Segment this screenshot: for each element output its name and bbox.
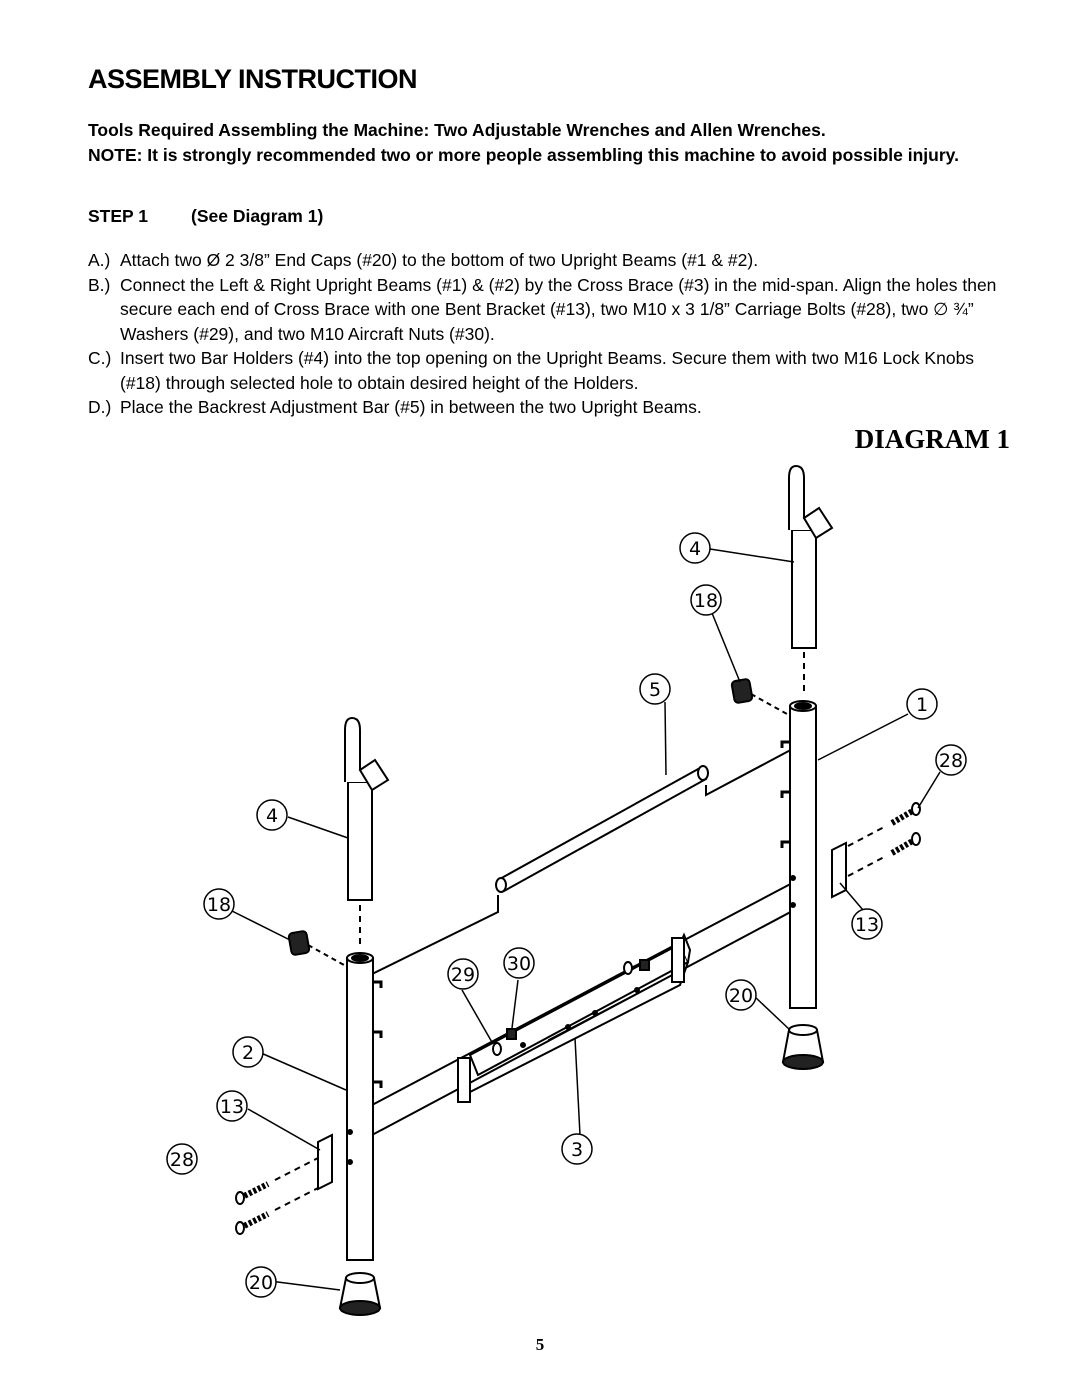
- left-upright-beam: [346, 952, 383, 1261]
- page-title: ASSEMBLY INSTRUCTION: [88, 64, 418, 94]
- right-carriage-bolts: [847, 802, 921, 877]
- left-end-cap: [338, 1272, 382, 1316]
- right-lock-knob: [730, 678, 788, 715]
- svg-text:18: 18: [207, 894, 231, 916]
- svg-text:2: 2: [242, 1042, 254, 1064]
- instruction-key: A.): [88, 250, 111, 270]
- instruction-key: C.): [88, 348, 112, 368]
- svg-text:18: 18: [694, 590, 718, 612]
- callout-28-right: 28: [935, 744, 967, 776]
- instruction-text: Place the Backrest Adjustment Bar (#5) i…: [120, 397, 702, 417]
- instruction-list: A.) Attach two Ø 2 3/8” End Caps (#20) to…: [88, 248, 1018, 420]
- callout-2: 2: [232, 1036, 264, 1068]
- svg-text:28: 28: [939, 750, 963, 772]
- callout-1: 1: [906, 688, 938, 720]
- svg-text:3: 3: [571, 1139, 583, 1161]
- svg-text:13: 13: [855, 914, 879, 936]
- svg-text:30: 30: [507, 953, 531, 975]
- callout-4-right: 4: [679, 532, 711, 564]
- instruction-item: A.) Attach two Ø 2 3/8” End Caps (#20) to…: [88, 248, 1018, 273]
- instruction-item: B.) Connect the Left & Right Upright Beam…: [88, 273, 1018, 347]
- right-upright-beam: [780, 700, 817, 1009]
- left-carriage-bolts: [235, 1157, 319, 1235]
- svg-text:29: 29: [451, 964, 475, 986]
- right-bar-holder: [788, 464, 834, 696]
- leader-lines: [229, 548, 941, 1291]
- svg-text:13: 13: [220, 1096, 244, 1118]
- callout-3: 3: [561, 1133, 593, 1165]
- callout-28-left: 28: [166, 1143, 198, 1175]
- instruction-key: D.): [88, 397, 112, 417]
- svg-text:20: 20: [249, 1272, 273, 1294]
- step-diagram-ref: (See Diagram 1): [191, 206, 324, 226]
- right-bent-bracket: [831, 841, 847, 899]
- callout-13-left: 13: [216, 1090, 248, 1122]
- instruction-item: D.) Place the Backrest Adjustment Bar (#5…: [88, 395, 1018, 420]
- callout-5: 5: [639, 673, 671, 705]
- instruction-text: Insert two Bar Holders (#4) into the top…: [120, 348, 975, 393]
- callout-18-left: 18: [203, 888, 235, 920]
- callout-20-left: 20: [245, 1266, 277, 1298]
- tools-note: Tools Required Assembling the Machine: T…: [88, 118, 1008, 168]
- instruction-key: B.): [88, 274, 111, 295]
- svg-text:28: 28: [170, 1149, 194, 1171]
- step-label: STEP 1: [88, 206, 148, 226]
- right-end-cap: [781, 1024, 825, 1070]
- svg-text:4: 4: [689, 538, 701, 560]
- instruction-item: C.) Insert two Bar Holders (#4) into the …: [88, 346, 1018, 395]
- svg-text:5: 5: [649, 679, 661, 701]
- instruction-text: Attach two Ø 2 3/8” End Caps (#20) to th…: [120, 250, 759, 270]
- diagram-title: DIAGRAM 1: [854, 424, 1010, 454]
- left-bent-bracket: [317, 1129, 353, 1191]
- callout-30: 30: [503, 947, 535, 979]
- safety-note-line: NOTE: It is strongly recommended two or …: [88, 145, 959, 165]
- page-number: 5: [535, 1335, 545, 1354]
- svg-text:20: 20: [729, 985, 753, 1007]
- step-heading: STEP 1 (See Diagram 1): [88, 206, 323, 227]
- svg-text:1: 1: [916, 694, 928, 716]
- left-bar-holder: [344, 716, 390, 948]
- instruction-text: Connect the Left & Right Upright Beams (…: [120, 274, 997, 344]
- assembly-diagram: 4 18 5 1 28 4 18 13 29 30 20 2: [166, 464, 967, 1316]
- callout-20-right: 20: [725, 979, 757, 1011]
- callout-13-right: 13: [851, 908, 883, 940]
- tools-required-line: Tools Required Assembling the Machine: T…: [88, 120, 826, 140]
- svg-text:4: 4: [266, 805, 278, 827]
- callout-18-right: 18: [690, 584, 722, 616]
- left-lock-knob: [287, 930, 345, 966]
- washers-and-nuts: [492, 959, 650, 1056]
- callout-29: 29: [447, 958, 479, 990]
- backrest-adjustment-bar: [369, 744, 801, 976]
- callout-4-left: 4: [256, 799, 288, 831]
